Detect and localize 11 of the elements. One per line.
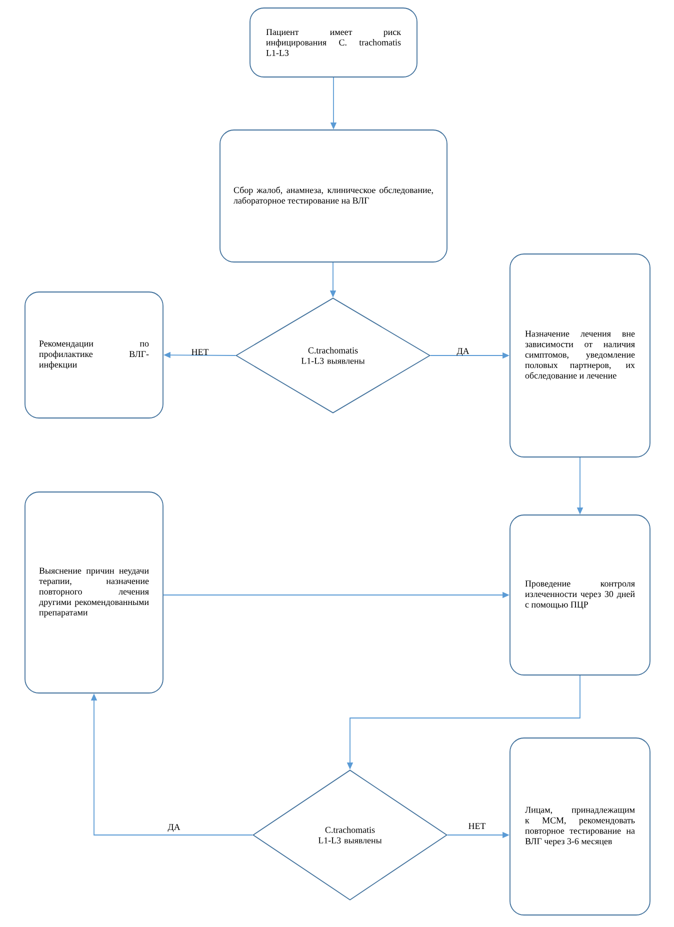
edge-label: НЕТ (468, 823, 486, 829)
process-box: Назначение лечения вне зависимости от наличия симптомов, уведомление половых партнеров, их обследование и лечение (510, 254, 650, 458)
process-box: Рекомендации по профилактике ВЛГ-инфекции (24, 292, 164, 418)
process-box: Пациент имеет риск инфицирования C. trachomatis L1-L3 (250, 8, 418, 78)
process-box: Выяснение причин неудачи терапии, назначение повторного лечения другими рекомендованными препаратами (24, 492, 164, 694)
process-box: Проведение контроля излеченности через 30 дней с помощью ПЦР (510, 514, 650, 676)
process-box: Лицам, принадлежащим к МСМ, рекомендовать повторное тестирование на ВЛГ через 3-6 месяцев (510, 738, 650, 916)
edge-label: НЕТ (192, 349, 209, 355)
edge-label: ДА (168, 824, 180, 832)
edge-label: ДА (456, 348, 470, 356)
process-box: Сбор жалоб, анамнеза, клиническое обследование, лабораторное тестирование на ВЛГ (220, 130, 448, 262)
